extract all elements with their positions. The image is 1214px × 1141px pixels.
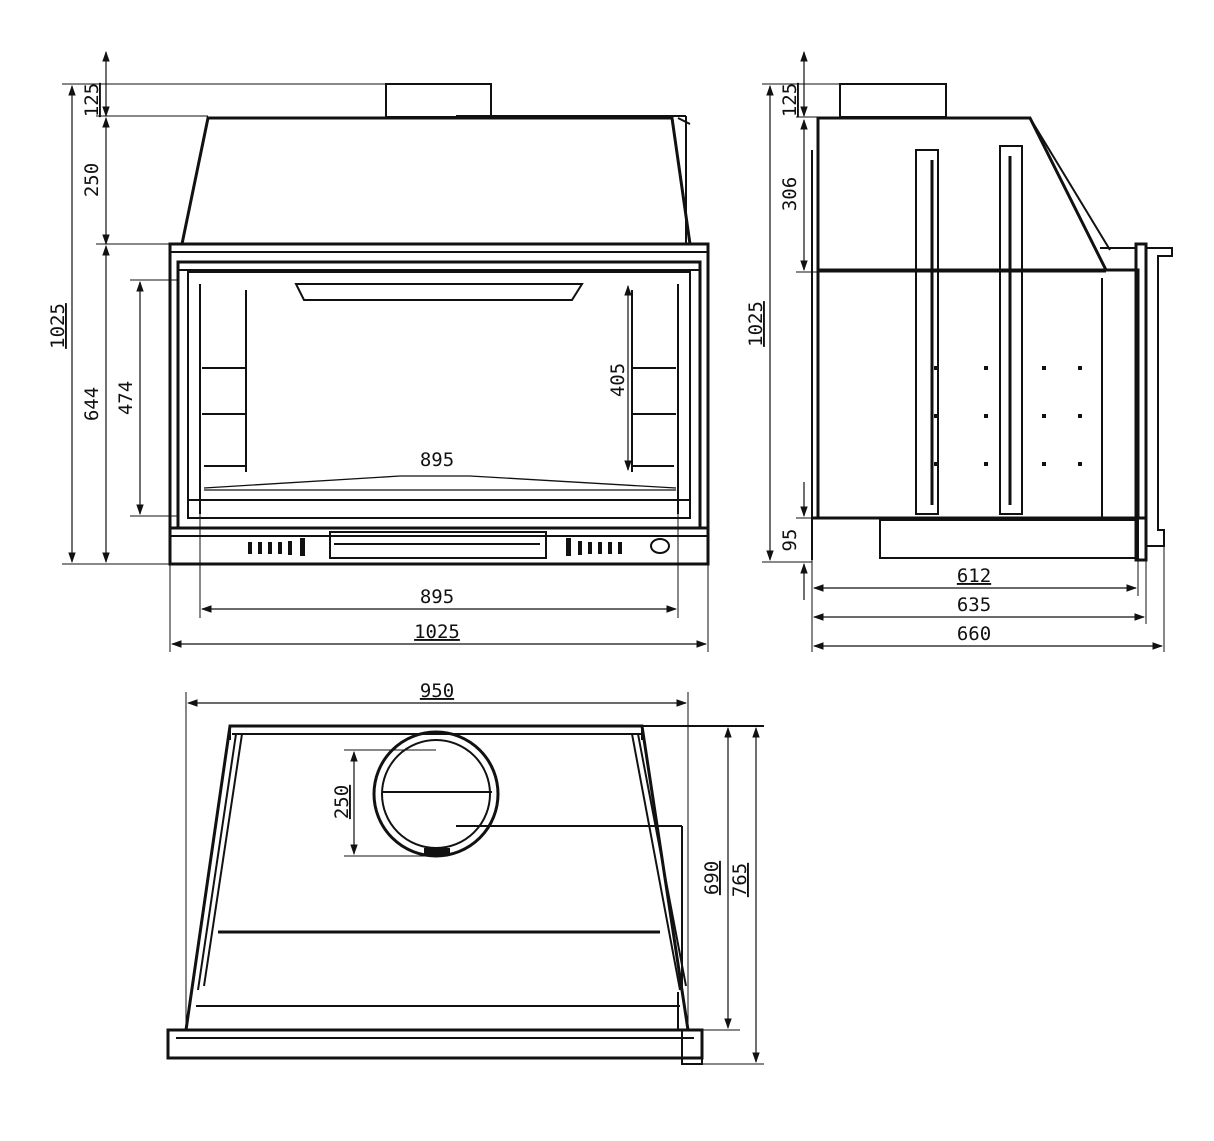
- front-left-vents: [248, 538, 305, 556]
- front-dim-inner-height: 405: [607, 363, 629, 397]
- front-dim-inner-width: 895: [420, 449, 454, 471]
- top-flue-outer: [372, 730, 500, 858]
- side-dim-chimney-height: 125: [779, 83, 801, 117]
- front-right-vents: [566, 538, 622, 556]
- top-dim-flue-diameter: 250: [331, 785, 353, 819]
- front-view: 125 250 1025 644 474 405 895 895 1025: [47, 50, 710, 652]
- front-dim-total-width: 1025: [414, 621, 460, 643]
- side-view: 125 306 1025 95 612 635 660: [745, 50, 1173, 652]
- side-dim-base-height: 95: [779, 529, 801, 552]
- top-view: 950 250 690 765: [166, 680, 764, 1065]
- side-dim-depth-612: 612: [957, 565, 991, 587]
- front-knob: [650, 538, 670, 554]
- front-grate: [203, 475, 677, 489]
- side-chimney-collar: [839, 83, 947, 118]
- front-hood: [180, 116, 692, 246]
- top-dim-depth-690: 690: [701, 861, 723, 895]
- front-dim-opening-height: 474: [115, 381, 137, 415]
- front-dim-body-height: 644: [81, 387, 103, 421]
- side-door-profile: [1134, 242, 1148, 562]
- side-body: [816, 268, 1140, 520]
- front-dim-hood-height: 250: [81, 163, 103, 197]
- front-body: [168, 242, 710, 566]
- top-dim-depth-765: 765: [729, 863, 751, 897]
- side-rib-1: [915, 149, 939, 515]
- front-baffle: [294, 283, 584, 301]
- top-dim-width: 950: [420, 680, 454, 702]
- top-flue-inner: [381, 739, 491, 849]
- front-dim-bottom-width: 895: [420, 586, 454, 608]
- front-chimney-collar: [385, 83, 492, 118]
- side-dim-hood-height: 306: [779, 177, 801, 211]
- front-dim-chimney-height: 125: [81, 83, 103, 117]
- side-dim-total-height: 1025: [745, 301, 767, 347]
- side-dim-depth-635: 635: [957, 594, 991, 616]
- side-hood: [816, 116, 1109, 272]
- side-rivets: [934, 366, 1082, 466]
- front-ash-drawer: [329, 531, 547, 559]
- side-dim-depth-660: 660: [957, 623, 991, 645]
- top-hood: [184, 724, 690, 1032]
- side-ash-drawer: [879, 519, 1139, 559]
- front-dim-total-height: 1025: [47, 303, 69, 349]
- top-front-plate: [166, 1028, 704, 1060]
